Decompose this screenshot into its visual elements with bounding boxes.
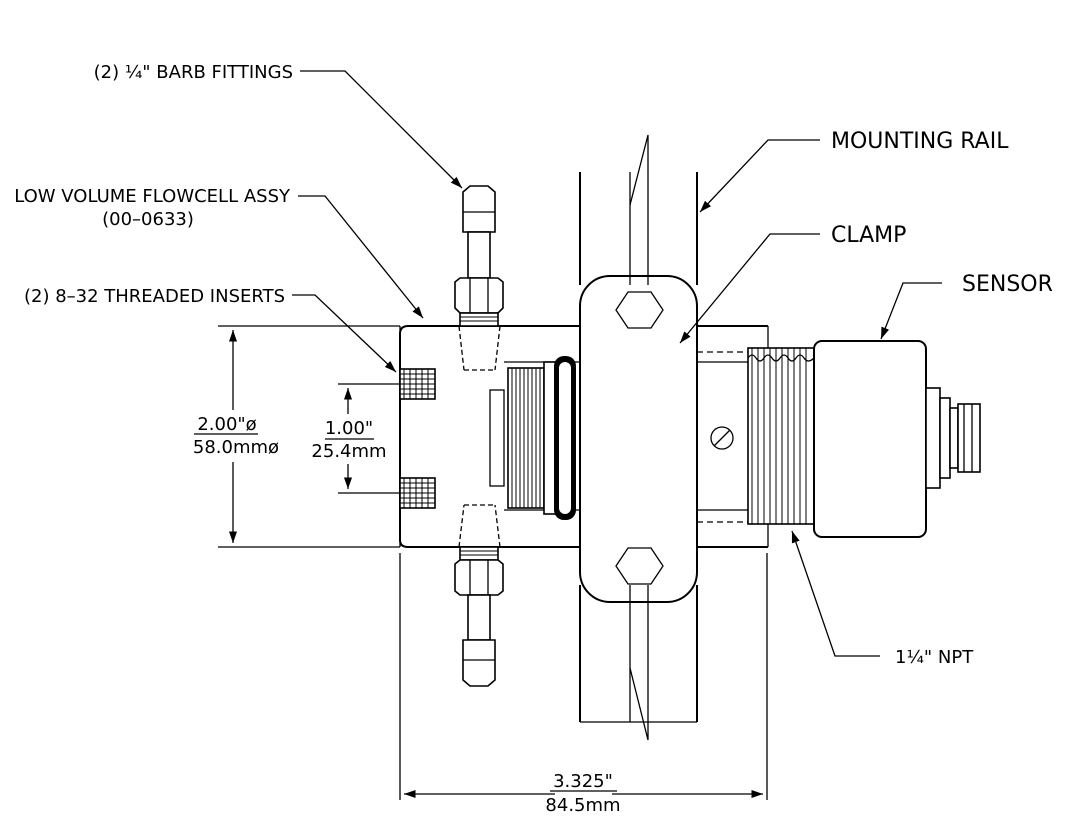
height-inches: 2.00"ø bbox=[197, 414, 256, 435]
barb-fitting-upper bbox=[454, 185, 504, 371]
sensor bbox=[813, 340, 981, 538]
leader-lines bbox=[292, 70, 942, 657]
npt-threads bbox=[747, 347, 815, 525]
dimension-spacing bbox=[325, 383, 400, 494]
spacing-mm: 25.4mm bbox=[311, 441, 386, 462]
clamp bbox=[579, 275, 698, 603]
flowcell-part-number: (00–0633) bbox=[102, 209, 194, 230]
sensor-label: SENSOR bbox=[962, 272, 1053, 297]
o-ring bbox=[554, 356, 576, 520]
threaded-insert-lower bbox=[399, 477, 436, 509]
clamp-label: CLAMP bbox=[831, 223, 906, 248]
mounting-rail-label: MOUNTING RAIL bbox=[831, 129, 1009, 154]
barb-fittings-label: (2) ¼" BARB FITTINGS bbox=[94, 62, 293, 83]
dimension-length bbox=[399, 553, 768, 800]
dimension-height bbox=[194, 325, 400, 548]
threaded-inserts-label: (2) 8–32 THREADED INSERTS bbox=[24, 286, 285, 307]
barb-fitting-lower bbox=[454, 504, 504, 687]
spacing-inches: 1.00" bbox=[325, 418, 373, 439]
mounting-rail bbox=[579, 134, 698, 741]
height-mm: 58.0mmø bbox=[193, 437, 279, 458]
npt-label: 1¼" NPT bbox=[895, 647, 974, 668]
flowcell-label: LOW VOLUME FLOWCELL ASSY bbox=[14, 186, 291, 207]
length-inches: 3.325" bbox=[553, 771, 613, 792]
length-mm: 84.5mm bbox=[545, 795, 620, 816]
threaded-insert-upper bbox=[399, 368, 436, 400]
